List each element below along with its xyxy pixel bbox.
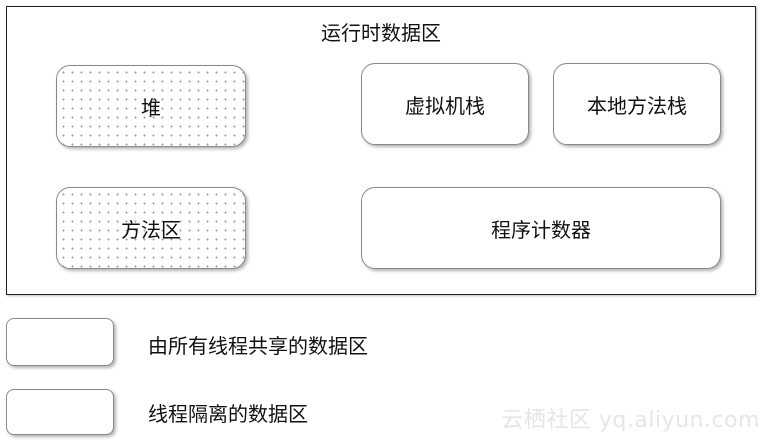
program-counter-label: 程序计数器 xyxy=(491,217,591,242)
vm-stack-box: 虚拟机栈 xyxy=(361,63,529,145)
legend-isolated-label: 线程隔离的数据区 xyxy=(148,402,308,426)
legend-shared-label: 由所有线程共享的数据区 xyxy=(148,334,368,358)
native-method-stack-box: 本地方法栈 xyxy=(553,63,721,145)
runtime-data-area-container: 运行时数据区 堆 虚拟机栈 本地方法栈 方法区 程序计数器 xyxy=(6,6,756,295)
watermark: 云栖社区 yq.aliyun.com xyxy=(501,408,760,433)
vm-stack-label: 虚拟机栈 xyxy=(405,93,485,118)
diagram-title: 运行时数据区 xyxy=(321,21,441,45)
native-method-stack-label: 本地方法栈 xyxy=(587,93,687,118)
heap-box: 堆 xyxy=(56,65,246,147)
legend-isolated-swatch xyxy=(6,389,114,435)
legend-shared-swatch xyxy=(6,318,114,366)
heap-label: 堆 xyxy=(141,95,161,120)
method-area-box: 方法区 xyxy=(56,187,246,269)
program-counter-box: 程序计数器 xyxy=(361,187,721,269)
method-area-label: 方法区 xyxy=(121,217,181,242)
